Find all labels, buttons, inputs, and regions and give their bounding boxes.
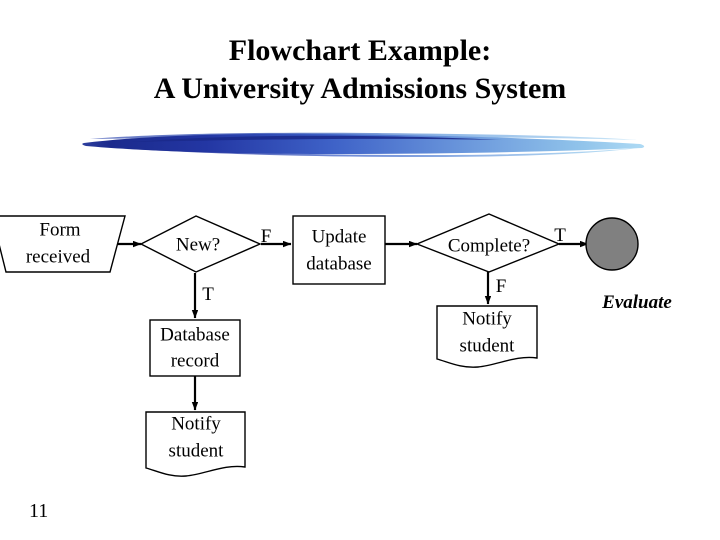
node-notify-student-left-label-line-2: student [169,440,225,461]
node-new-decision-label: New? [176,234,220,255]
node-notify-student-left[interactable]: Notify student [145,411,246,477]
node-notify-student-left-label-line-1: Notify [171,413,221,434]
page-title: Flowchart Example: A University Admissio… [0,32,720,108]
node-form-received[interactable]: Form received [0,215,126,273]
branch-label-complete-true: T [554,225,566,246]
node-form-received-label-line-1: Form [39,219,80,240]
node-database-record[interactable]: Database record [149,319,241,377]
node-complete-decision[interactable]: Complete? [415,213,561,273]
document-wavy-shape [436,305,538,368]
node-update-database-label-line-1: Update [312,226,367,247]
node-database-record-label-line-1: Database [160,324,230,345]
document-wavy-shape [145,411,246,477]
manual-input-shape [0,215,126,273]
page-number: 11 [29,500,49,522]
node-notify-student-right-label-line-2: student [460,335,516,356]
filled-circle-shape [585,217,639,271]
decision-diamond-shape [139,215,262,273]
node-notify-student-right-label-line-1: Notify [462,308,512,329]
process-rectangle-shape [149,319,241,377]
node-form-received-label-line-2: received [26,246,91,267]
node-database-record-label-line-2: record [171,350,220,371]
branch-label-new-false: F [261,226,272,247]
node-evaluate-terminal[interactable] [585,217,639,271]
decision-diamond-shape [415,213,561,273]
node-update-database-label-line-2: database [306,253,371,274]
node-new-decision[interactable]: New? [139,215,262,273]
node-notify-student-right[interactable]: Notify student [436,305,538,368]
node-complete-decision-label: Complete? [448,235,530,256]
title-line-1: Flowchart Example: [228,34,492,67]
branch-label-complete-false: F [496,276,507,297]
title-line-2: A University Admissions System [153,72,567,105]
branch-label-new-true: T [202,284,214,305]
caption-evaluate: Evaluate [601,292,672,313]
process-rectangle-shape [292,215,386,285]
node-update-database[interactable]: Update database [292,215,386,285]
